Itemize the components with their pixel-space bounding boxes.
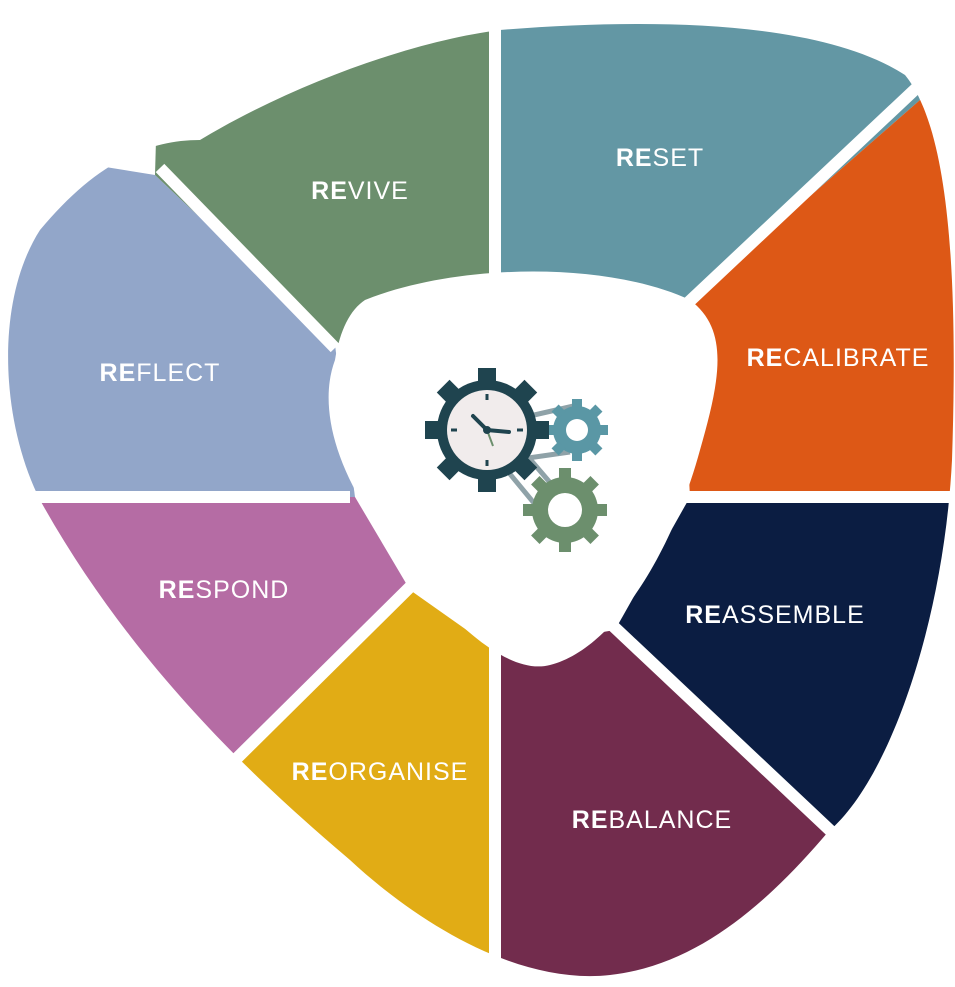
label-reassemble: REASSEMBLE: [685, 601, 865, 629]
segment-reflect: [8, 150, 355, 497]
label-reflect: REFLECT: [100, 359, 221, 387]
clock-gears-icon: [425, 368, 608, 552]
segment-labels: RESET RECALIBRATE REASSEMBLE REBALANCE R…: [100, 144, 930, 834]
segment-reassemble: [615, 497, 954, 840]
label-revive: REVIVE: [311, 177, 409, 205]
label-recalibrate: RECALIBRATE: [747, 344, 930, 372]
label-reorganise: REORGANISE: [292, 758, 469, 786]
blue-gear-icon: [546, 399, 608, 461]
segment-reset: [495, 24, 920, 310]
segment-recalibrate: [680, 100, 954, 497]
label-reset: RESET: [616, 144, 704, 172]
dark-gear-icon: [425, 368, 549, 492]
green-gear-icon: [523, 468, 607, 552]
label-respond: RESPOND: [159, 576, 290, 604]
label-rebalance: REBALANCE: [572, 806, 732, 834]
